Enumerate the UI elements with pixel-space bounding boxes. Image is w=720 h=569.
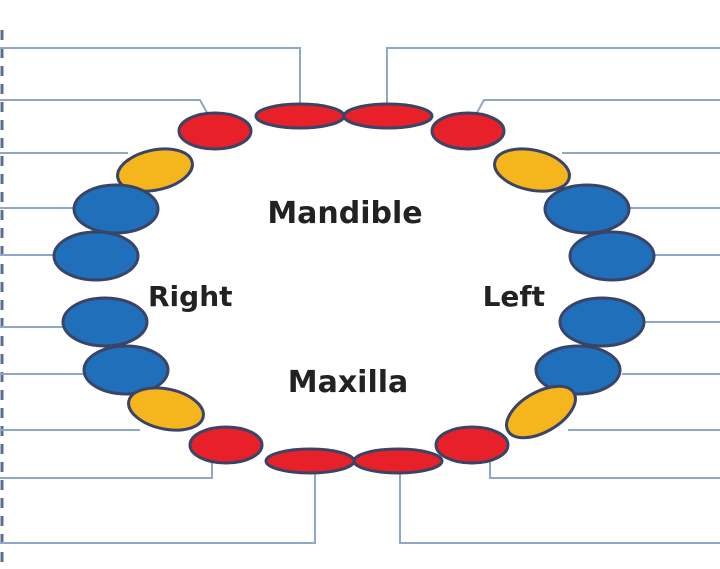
- leader-line: [474, 100, 720, 118]
- tooth-lower-right-central-incisor: [354, 449, 442, 473]
- leader-line: [490, 460, 720, 478]
- tooth-upper-left-lateral-incisor: [179, 113, 251, 149]
- tooth-upper-right-central-incisor: [344, 104, 432, 128]
- leader-line: [0, 460, 212, 478]
- tooth-lower-left-central-incisor: [266, 449, 354, 473]
- tooth-left-molar-1: [74, 185, 158, 233]
- mandible-label: Mandible: [267, 196, 422, 231]
- leader-line: [400, 474, 720, 543]
- tooth-right-molar-2: [570, 232, 654, 280]
- tooth-left-molar-2: [54, 232, 138, 280]
- left-side-label: Left: [483, 280, 545, 313]
- leader-line: [0, 100, 210, 118]
- leader-line: [0, 474, 315, 543]
- teeth-ring: [54, 104, 654, 473]
- tooth-upper-right-lateral-incisor: [432, 113, 504, 149]
- tooth-lower-left-lateral-incisor: [190, 427, 262, 463]
- right-side-label: Right: [148, 280, 233, 313]
- tooth-lower-right-lateral-incisor: [436, 427, 508, 463]
- tooth-right-molar-1: [545, 185, 629, 233]
- tooth-left-molar-3: [63, 298, 147, 346]
- tooth-upper-left-central-incisor: [256, 104, 344, 128]
- tooth-right-molar-3: [560, 298, 644, 346]
- maxilla-label: Maxilla: [288, 365, 409, 400]
